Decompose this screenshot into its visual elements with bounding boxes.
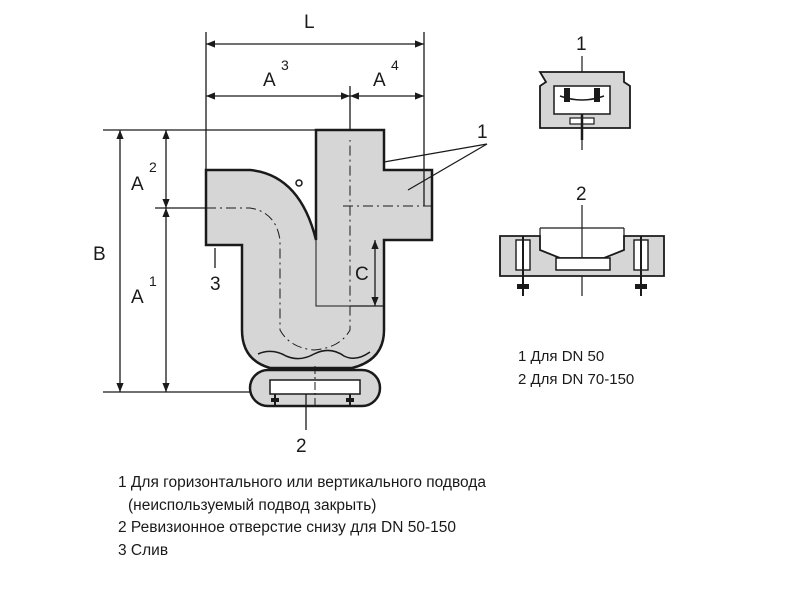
dim-A3-sup: 3 [281,57,289,73]
legend-item-2: 2 Ревизионное отверстие снизу для DN 50-… [118,519,456,536]
detail-legend-item-1: 1 Для DN 50 [518,348,605,365]
callout-3-main: 3 [210,274,221,295]
dim-A4-label: A [373,70,386,91]
dim-B-label: B [93,244,106,265]
main-legend: 1 Для горизонтального или вертикального … [118,472,486,562]
dim-A3-label: A [263,70,276,91]
callout-2-main: 2 [296,436,307,457]
dimension-lines [103,32,425,393]
dim-C-label: C [355,264,369,285]
callout-1-detail: 1 [576,34,587,55]
legend-item-1: 1 Для горизонтального или вертикального … [118,474,486,491]
dim-L-label: L [304,12,315,33]
legend-item-3: 3 Слив [118,541,169,559]
callout-leaders [214,143,488,430]
detail-2-dn70-150 [499,205,665,296]
callout-1-main: 1 [477,122,488,143]
dim-A1-sup: 1 [149,273,157,289]
detail-legend-item-2: 2 Для DN 70-150 [518,371,635,388]
dim-A2-sup: 2 [149,159,157,175]
legend-item-1-note: (неиспользуемый подвод закрыть) [128,496,377,514]
cleanout-cap [248,366,382,408]
callout-2-detail: 2 [576,184,587,205]
detail-1-dn50 [538,56,631,150]
dim-A2-label: A [131,174,144,195]
dim-A1-label: A [131,287,144,308]
dim-A4-sup: 4 [391,57,399,73]
trap-body [204,128,434,370]
detail-legend: 1 Для DN 50 2 Для DN 70-150 [518,345,634,391]
